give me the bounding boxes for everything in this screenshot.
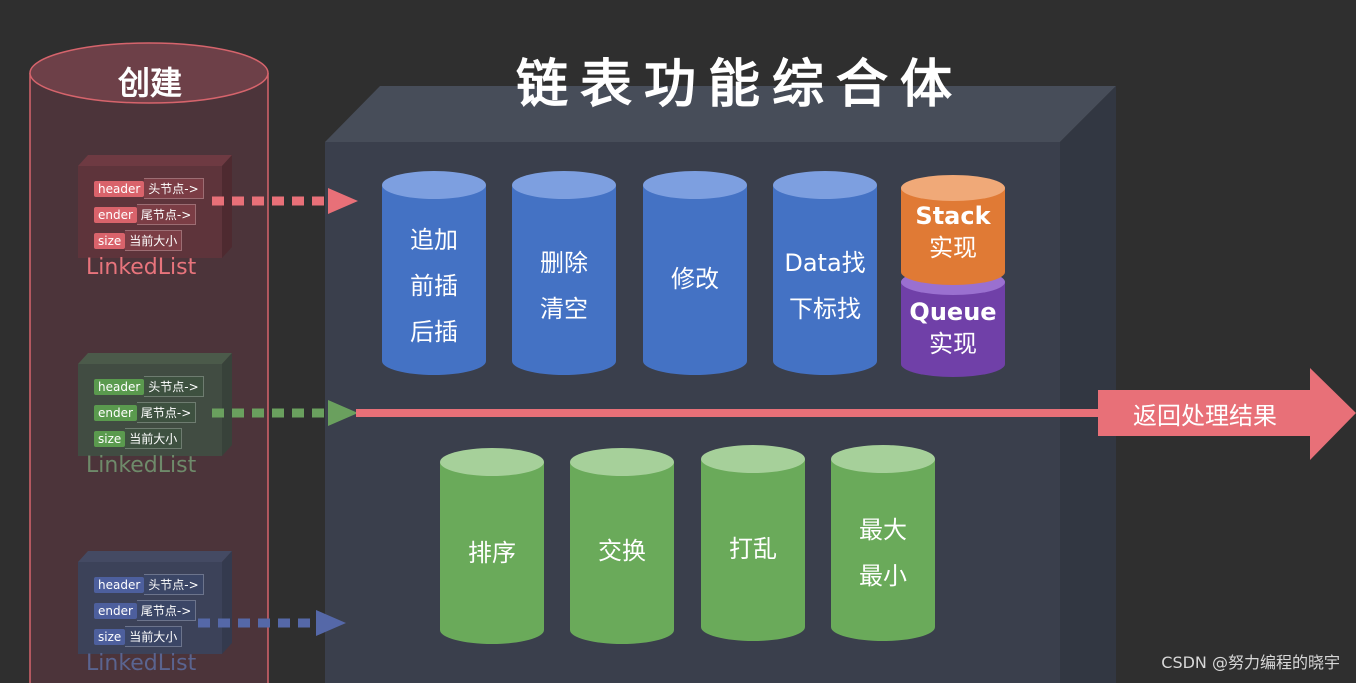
arrow-red [212, 188, 358, 214]
linkedlist-name-green: LinkedList [86, 453, 197, 478]
label-line: 追加 [410, 226, 458, 254]
label-line: 最小 [859, 562, 907, 590]
label-line: 实现 [929, 330, 977, 358]
cylinder-shuffle [701, 445, 805, 641]
field-key: size [94, 232, 126, 249]
field-key: ender [94, 602, 137, 619]
field-key: header [94, 576, 145, 593]
cylinder-minmax-label: 最大 最小 [828, 507, 938, 599]
cylinder-append-label: 追加 前插 后插 [379, 217, 489, 355]
label-line: 修改 [671, 265, 719, 293]
field-key: header [94, 378, 145, 395]
field-value: 头节点-> [144, 178, 204, 199]
watermark: CSDN @努力编程的晓宇 [1161, 653, 1340, 672]
cylinder-minmax [831, 445, 935, 641]
cylinder-delete [512, 171, 616, 375]
field-value: 尾节点-> [136, 600, 197, 621]
field-value: 当前大小 [125, 626, 183, 647]
field-value: 头节点-> [144, 376, 204, 397]
field-key: header [94, 180, 145, 197]
label-line: Queue [909, 298, 997, 326]
cylinder-modify-label: 修改 [640, 256, 750, 302]
cylinder-sort [440, 448, 544, 644]
label-line: 交换 [598, 537, 646, 565]
linkedlist-name-red: LinkedList [86, 255, 197, 280]
cylinder-modify [643, 171, 747, 375]
cylinder-append [382, 171, 486, 375]
arrow-blue [198, 610, 346, 636]
return-arrow [356, 368, 1356, 460]
label-line: 打乱 [729, 535, 777, 563]
cylinder-swap-label: 交换 [567, 528, 677, 574]
label-line: 删除 [540, 249, 588, 277]
label-line: 排序 [468, 539, 516, 567]
field-value: 当前大小 [125, 230, 183, 251]
cylinder-queue-label: Queue 实现 [898, 296, 1008, 360]
cylinder-delete-label: 删除 清空 [509, 240, 619, 332]
arrow-green [212, 400, 358, 426]
label-line: 最大 [859, 516, 907, 544]
return-label: 返回处理结果 [1133, 402, 1277, 430]
cylinder-sort-label: 排序 [437, 530, 547, 576]
label-line: 清空 [540, 295, 588, 323]
field-key: ender [94, 404, 137, 421]
cylinder-find [773, 171, 877, 375]
cylinder-stack [901, 175, 1005, 285]
linkedlist-name-blue: LinkedList [86, 651, 197, 676]
cylinder-find-label: Data找 下标找 [770, 240, 880, 332]
label-line: 后插 [410, 318, 458, 346]
create-label: 创建 [117, 64, 182, 102]
label-line: Stack [915, 202, 991, 230]
label-line: 下标找 [789, 295, 861, 323]
cylinder-stack-label: Stack 实现 [898, 200, 1008, 264]
field-key: ender [94, 206, 137, 223]
field-value: 头节点-> [144, 574, 204, 595]
field-key: size [94, 628, 126, 645]
cylinder-shuffle-label: 打乱 [698, 526, 808, 572]
field-value: 当前大小 [125, 428, 183, 449]
field-value: 尾节点-> [136, 402, 197, 423]
label-line: 实现 [929, 234, 977, 262]
cylinder-swap [570, 448, 674, 644]
page-title: 链表功能综合体 [515, 55, 964, 115]
label-line: Data找 [784, 249, 866, 277]
field-value: 尾节点-> [136, 204, 197, 225]
label-line: 前插 [410, 272, 458, 300]
field-key: size [94, 430, 126, 447]
